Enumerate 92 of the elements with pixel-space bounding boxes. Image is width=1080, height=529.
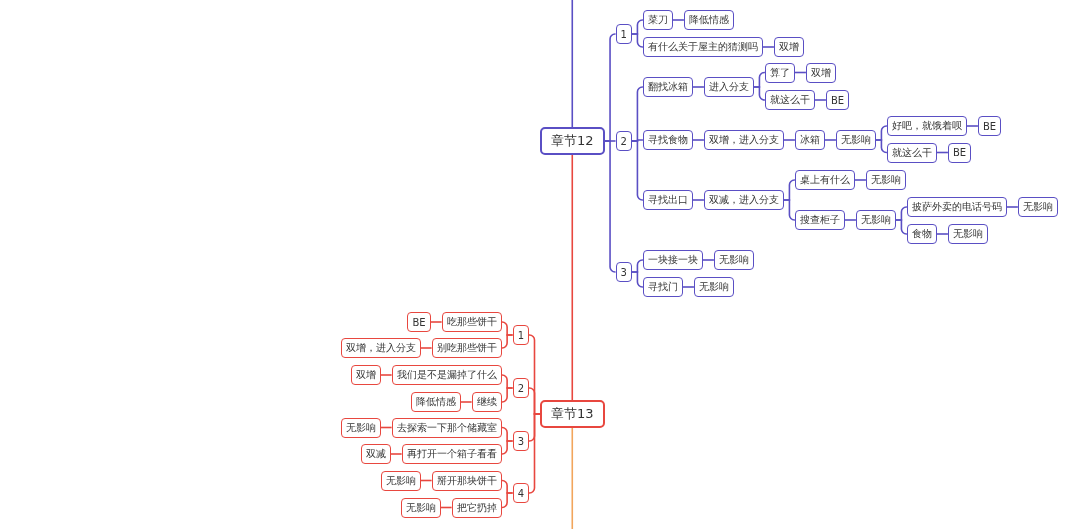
- connector-line: [875, 139, 888, 154]
- subtopic-box: 双减: [360, 444, 391, 464]
- subtopic-box: 双增: [805, 62, 836, 83]
- connector-line: [762, 46, 775, 48]
- subtopic-box: 进入分支: [703, 77, 754, 97]
- subtopic-box: 好吧，就饿着呗: [886, 116, 967, 136]
- subtopic-box: 双增: [773, 37, 804, 57]
- subtopic-box: 别吃那些饼干: [431, 338, 502, 358]
- subtopic-box: 无影响: [865, 170, 906, 190]
- subtopic-box: 桌上有什么: [794, 170, 855, 190]
- connector-line: [814, 99, 827, 101]
- subtopic-box: 披萨外卖的电话号码: [906, 197, 1007, 217]
- subtopic-box: BE: [977, 116, 1002, 136]
- subtopic-box: 双增: [350, 365, 381, 385]
- subtopic-box: BE: [825, 90, 850, 110]
- connector-line: [631, 33, 644, 48]
- connector-line: [571, 0, 574, 128]
- connector-line: [682, 286, 695, 288]
- subtopic-box: 双增，进入分支: [703, 130, 784, 150]
- subtopic-box: BE: [947, 142, 972, 163]
- connector-line: [702, 259, 715, 261]
- subtopic-box: 冰箱: [794, 130, 825, 150]
- subtopic-box: 我们是不是漏掉了什么: [391, 365, 502, 385]
- subtopic-box: 就这么干: [886, 142, 937, 163]
- connector-line: [753, 86, 766, 101]
- connector-line: [824, 139, 837, 141]
- connector-line: [895, 219, 908, 235]
- branch-number-box: 1: [615, 24, 632, 44]
- connector-line: [936, 233, 949, 235]
- branch-number-box: 1: [512, 325, 529, 345]
- connector-line: [571, 154, 574, 401]
- subtopic-box: 无影响: [1017, 197, 1058, 217]
- subtopic-box: 无影响: [835, 130, 876, 150]
- connector-line: [429, 321, 443, 323]
- connector-line: [500, 334, 514, 349]
- subtopic-box: 搜查柜子: [794, 210, 845, 230]
- connector-line: [783, 139, 796, 141]
- subtopic-box: 寻找食物: [642, 130, 693, 150]
- connector-line: [379, 374, 393, 376]
- subtopic-box: 食物: [906, 224, 937, 244]
- subtopic-box: 把它扔掉: [451, 497, 502, 518]
- connector-line: [631, 140, 644, 201]
- subtopic-box: 翻找冰箱: [642, 77, 693, 97]
- subtopic-box: 算了: [764, 62, 795, 83]
- connector-line: [459, 401, 473, 403]
- subtopic-box: 无影响: [855, 210, 896, 230]
- branch-number-box: 2: [512, 378, 529, 398]
- connector-line: [692, 199, 705, 201]
- subtopic-box: 菜刀: [642, 10, 673, 30]
- subtopic-box: 无影响: [713, 250, 754, 270]
- subtopic-box: 有什么关于屋主的猜测吗: [642, 37, 763, 57]
- topic-box: 章节13: [540, 400, 605, 428]
- connector-line: [783, 199, 796, 221]
- connector-line: [844, 219, 857, 221]
- branch-number-box: 3: [512, 431, 529, 451]
- topic-box: 章节12: [540, 127, 605, 155]
- connector-line: [854, 179, 867, 181]
- connector-line: [603, 140, 617, 273]
- subtopic-box: 双增，进入分支: [340, 338, 421, 358]
- subtopic-box: 去探索一下那个储藏室: [391, 417, 502, 438]
- connector-line: [631, 271, 644, 288]
- connector-line: [419, 347, 433, 349]
- connector-line: [500, 440, 514, 455]
- connector-line: [692, 139, 705, 141]
- subtopic-box: 吃那些饼干: [441, 312, 502, 332]
- branch-number-box: 4: [512, 483, 529, 503]
- connector-line: [500, 387, 514, 403]
- connector-line: [1006, 206, 1019, 208]
- connector-line: [966, 125, 979, 127]
- subtopic-box: BE: [407, 312, 431, 332]
- subtopic-box: 一块接一块: [642, 250, 703, 270]
- subtopic-box: 双减，进入分支: [703, 190, 784, 210]
- subtopic-box: 掰开那块饼干: [431, 470, 502, 491]
- subtopic-box: 降低情感: [410, 392, 461, 412]
- subtopic-box: 无影响: [947, 224, 988, 244]
- subtopic-box: 就这么干: [764, 90, 815, 110]
- connector-line: [389, 453, 403, 455]
- connector-line: [692, 86, 705, 88]
- subtopic-box: 无影响: [693, 277, 734, 297]
- subtopic-box: 无影响: [340, 417, 381, 438]
- subtopic-box: 降低情感: [683, 10, 734, 30]
- branch-number-box: 2: [615, 131, 632, 151]
- subtopic-box: 寻找出口: [642, 190, 693, 210]
- branch-number-box: 3: [615, 262, 632, 282]
- connector-line: [571, 427, 574, 529]
- subtopic-box: 继续: [471, 392, 502, 412]
- subtopic-box: 无影响: [380, 470, 421, 491]
- subtopic-box: 寻找门: [642, 277, 683, 297]
- subtopic-box: 再打开一个箱子看看: [401, 444, 502, 464]
- connector-line: [672, 19, 685, 21]
- connector-line: [500, 492, 514, 509]
- subtopic-box: 无影响: [400, 497, 441, 518]
